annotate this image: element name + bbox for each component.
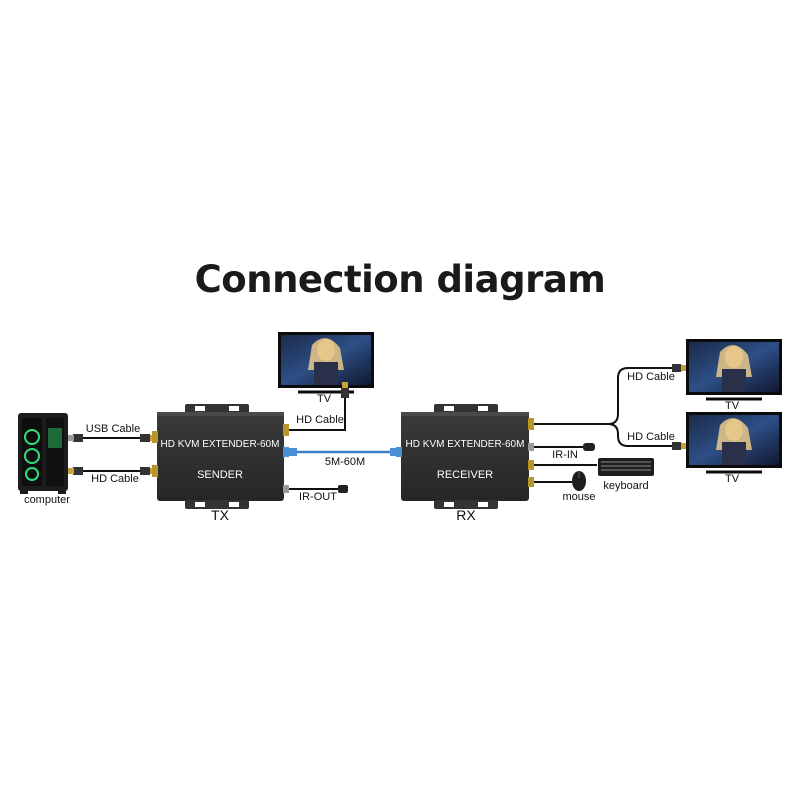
tv-top-label: TV xyxy=(317,393,332,405)
hd-cable-local-output xyxy=(289,382,349,431)
rx-label: RX xyxy=(456,507,476,523)
diagram-title: Connection diagram xyxy=(194,258,606,301)
tv-right-2-label: TV xyxy=(725,473,740,485)
tx-label: TX xyxy=(211,507,230,523)
receiver-model-label: HD KVM EXTENDER-60M xyxy=(406,439,525,450)
sender-role-label: SENDER xyxy=(197,469,243,481)
hd-cable-remote-2-label: HD Cable xyxy=(627,431,675,443)
hd-cable-input-label: HD Cable xyxy=(91,473,139,485)
ir-in-cable xyxy=(534,443,595,451)
tv-right-1-label: TV xyxy=(725,400,740,412)
hd-cable-local-output-label: HD Cable xyxy=(296,414,344,426)
ir-in-label: IR-IN xyxy=(552,449,578,461)
network-cable xyxy=(287,448,400,456)
receiver-device xyxy=(396,404,534,509)
ir-out-cable xyxy=(289,485,348,493)
computer-label: computer xyxy=(24,494,70,506)
mouse-label: mouse xyxy=(562,491,595,503)
mouse-icon xyxy=(572,471,586,491)
keyboard-label: keyboard xyxy=(603,480,648,492)
sender-model-label: HD KVM EXTENDER-60M xyxy=(161,439,280,450)
tv-right-1-icon xyxy=(686,339,782,401)
keyboard-icon xyxy=(598,458,654,476)
hd-cable-remote-split xyxy=(534,364,686,450)
usb-cable-label: USB Cable xyxy=(86,423,140,435)
ir-out-label: IR-OUT xyxy=(299,491,337,503)
usb-cable xyxy=(68,434,156,442)
tv-top-icon xyxy=(278,332,374,394)
sender-device xyxy=(152,404,289,509)
tv-right-2-icon xyxy=(686,412,782,474)
computer-tower-icon xyxy=(18,413,68,494)
distance-label: 5M-60M xyxy=(325,456,365,468)
hd-cable-remote-1-label: HD Cable xyxy=(627,371,675,383)
receiver-role-label: RECEIVER xyxy=(437,469,493,481)
